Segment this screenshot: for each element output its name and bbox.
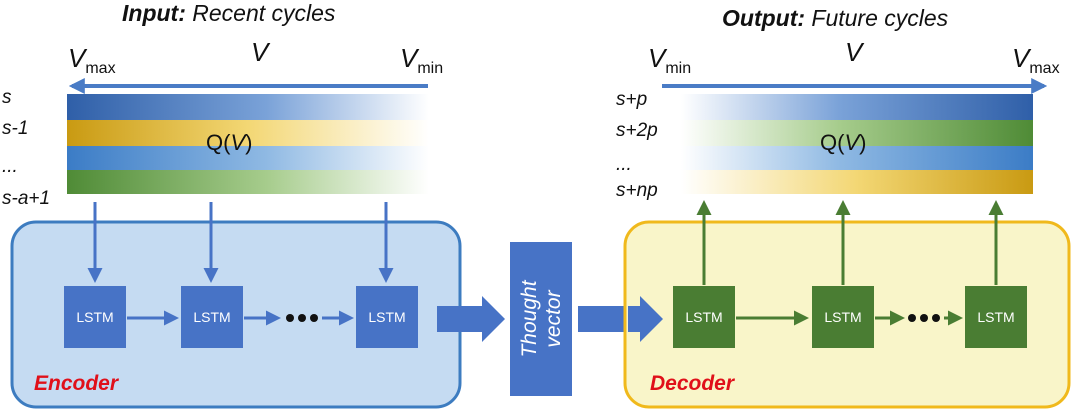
input-band-s-a-1 — [67, 170, 429, 194]
input-title: Input: Recent cycles — [122, 0, 336, 26]
encoder-lstm-1 — [64, 286, 126, 348]
decoder-label: Decoder — [650, 372, 736, 395]
output-band-s-p — [681, 94, 1033, 120]
input-band-ellipsis — [67, 146, 429, 170]
input-row-3: s-a+1 — [2, 188, 50, 209]
input-axis-right-v: V — [400, 43, 420, 73]
input-qv-post: ) — [245, 130, 252, 155]
decoder-lstm-2-label: LSTM — [824, 309, 861, 325]
output-axis-left: Vmin — [648, 43, 691, 77]
output-axis-right-sub: max — [1029, 60, 1059, 77]
decoder-lstm-2 — [812, 286, 874, 348]
input-row-0: s — [2, 87, 12, 108]
encoder-lstm-2 — [181, 286, 243, 348]
input-axis-left: Vmax — [68, 43, 116, 77]
input-band-s-1 — [67, 120, 429, 146]
input-title-bold: Input: — [122, 0, 186, 26]
decoder-lstm-1-label: LSTM — [685, 309, 722, 325]
encoder-ellipsis-dots — [286, 314, 318, 322]
output-axis-mid: V — [845, 37, 865, 67]
output-row-0: s+p — [616, 89, 647, 110]
output-qv-label: Q(V) — [820, 130, 866, 155]
encoder-label: Encoder — [34, 372, 120, 395]
output-band-s-np — [681, 170, 1033, 194]
output-title: Output: Future cycles — [722, 5, 949, 31]
thought-vector-text: Thought vector — [518, 279, 565, 357]
input-axis-left-v: V — [68, 43, 88, 73]
input-row-1: s-1 — [2, 118, 28, 139]
input-title-rest: Recent cycles — [186, 0, 336, 26]
input-axis-left-sub: max — [85, 60, 115, 77]
encoder-lstm-2-label: LSTM — [193, 309, 230, 325]
input-row-2: ... — [2, 156, 18, 177]
output-axis-right: Vmax — [1012, 43, 1060, 77]
decoder-lstm-3-label: LSTM — [977, 309, 1014, 325]
output-title-bold: Output: — [722, 5, 805, 31]
input-band-s — [67, 94, 429, 120]
input-axis-mid: V — [251, 37, 271, 67]
output-qv-post: ) — [859, 130, 866, 155]
output-qv-v: V — [844, 130, 861, 155]
decoder-input-arrow-tip — [628, 296, 663, 342]
output-qv-pre: Q( — [820, 130, 845, 155]
thought-vector-box — [510, 242, 572, 396]
decoder-lstm-1 — [673, 286, 735, 348]
output-title-rest: Future cycles — [805, 5, 949, 31]
output-axis-left-sub: min — [665, 60, 691, 77]
input-qv-pre: Q( — [206, 130, 231, 155]
decoder-ellipsis-dots — [908, 314, 940, 322]
encoder-lstm-3-label: LSTM — [368, 309, 405, 325]
output-band-s-2p — [681, 120, 1033, 146]
output-band-ellipsis — [681, 146, 1033, 170]
output-axis-left-v: V — [648, 43, 668, 73]
output-row-3: s+np — [616, 180, 658, 201]
encoder-output-arrow — [437, 296, 505, 342]
input-axis-right-sub: min — [417, 60, 443, 77]
input-qv-v: V — [230, 130, 247, 155]
input-axis-right: Vmin — [400, 43, 443, 77]
output-row-2: ... — [616, 154, 632, 175]
input-qv-label: Q(V) — [206, 130, 252, 155]
encoder-lstm-3 — [356, 286, 418, 348]
thought-vector-line2: vector — [542, 289, 565, 347]
thought-vector-line1: Thought — [518, 279, 541, 357]
output-axis-right-v: V — [1012, 43, 1032, 73]
encoder-lstm-1-label: LSTM — [76, 309, 113, 325]
output-row-1: s+2p — [616, 120, 658, 141]
decoder-lstm-3 — [965, 286, 1027, 348]
